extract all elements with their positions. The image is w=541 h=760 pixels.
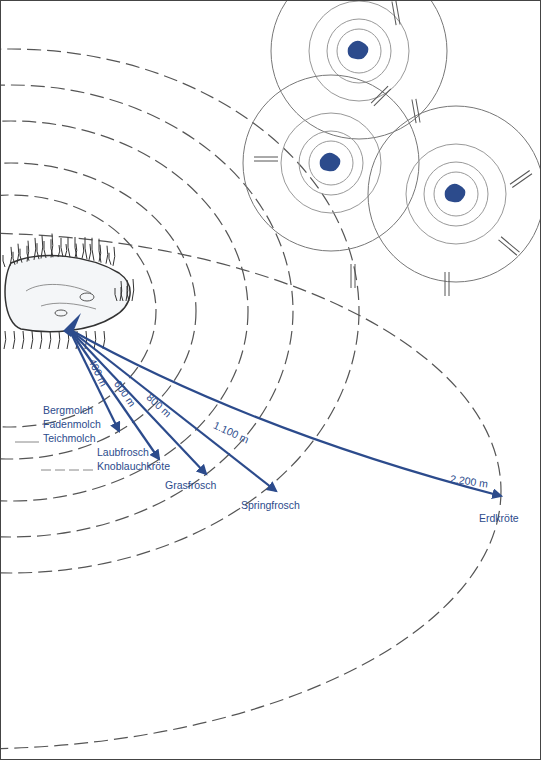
species-label: Fadenmolch [43, 419, 101, 431]
pond-network [243, 1, 541, 296]
species-label: Knoblauchkröte [97, 461, 170, 473]
species-label: Springfrosch [241, 500, 300, 512]
species-label: Teichmolch [43, 433, 96, 445]
distance-label: 800 m [144, 392, 173, 420]
species-label: Bergmolch [43, 405, 93, 417]
distance-label: 1.100 m [211, 420, 250, 447]
species-label: Erdkröte [479, 513, 519, 525]
migration-arrows [69, 329, 501, 496]
distance-label: 600 m [112, 379, 138, 410]
pond [3, 234, 134, 349]
species-label: Laubfrosch [97, 447, 149, 459]
species-label: Grasfrosch [165, 480, 216, 492]
legend-strokes [15, 442, 93, 470]
